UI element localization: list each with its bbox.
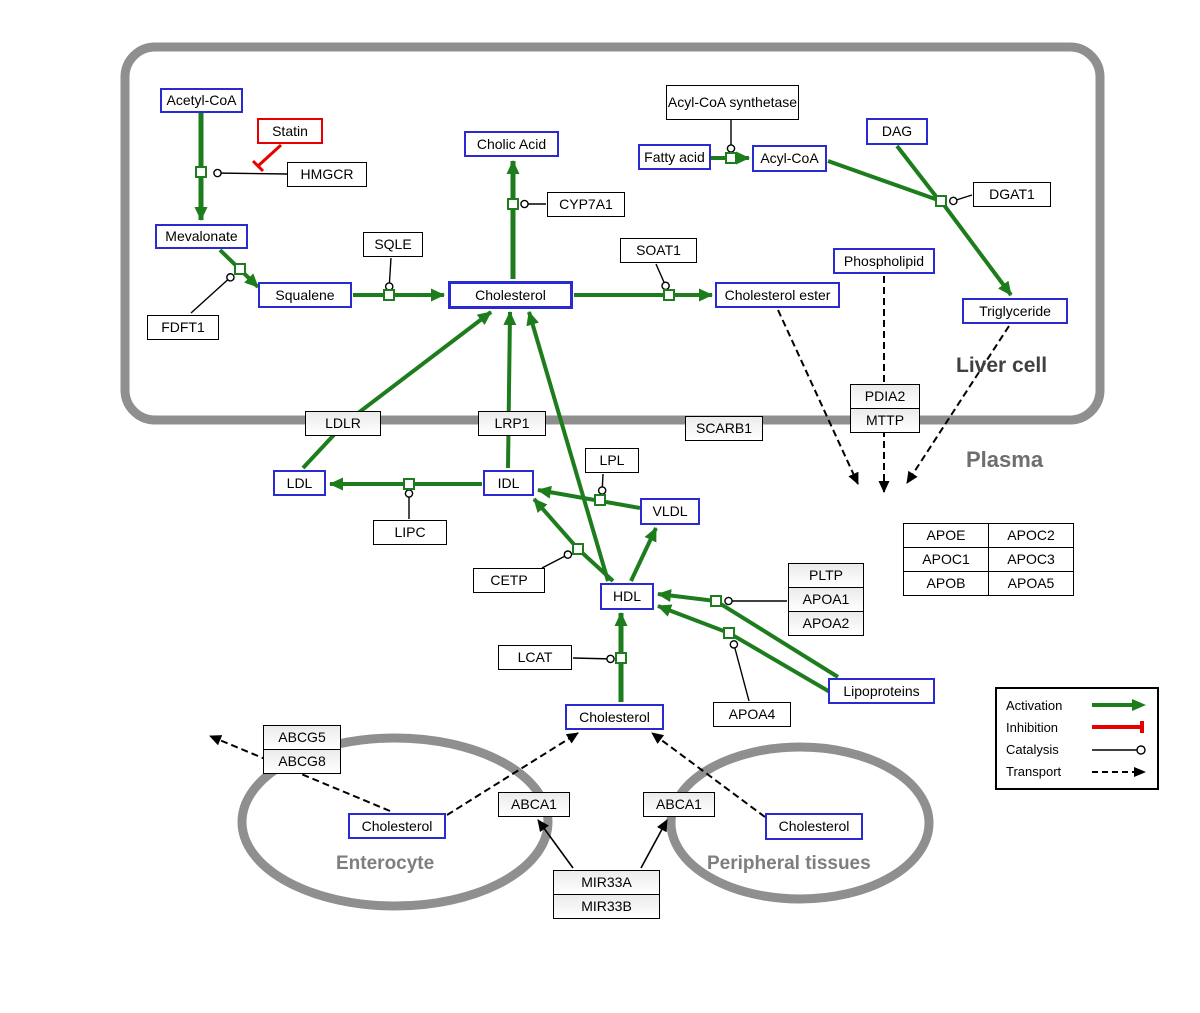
node-abcg5[interactable]: ABCG5 [263, 725, 341, 750]
node-scarb1[interactable]: SCARB1 [685, 416, 763, 441]
node-cholesterol-ester[interactable]: Cholesterol ester [715, 282, 840, 308]
node-mir33a[interactable]: MIR33A [553, 870, 660, 895]
node-mevalonate[interactable]: Mevalonate [155, 224, 248, 249]
transport-dashed-arrow-icon [1092, 766, 1146, 777]
node-apoa1[interactable]: APOA1 [788, 587, 864, 612]
inhibition-tbar-icon [1092, 721, 1144, 734]
node-abca1-peripheral[interactable]: ABCA1 [643, 792, 715, 817]
node-apoc1[interactable]: APOC1 [903, 547, 989, 572]
legend-activation-label: Activation [1006, 697, 1063, 713]
node-dgat1[interactable]: DGAT1 [973, 182, 1051, 207]
legend-transport-row: Transport [1006, 764, 1148, 779]
node-apoc2[interactable]: APOC2 [988, 523, 1074, 548]
node-ldl[interactable]: LDL [273, 470, 326, 496]
compartment-membranes [120, 42, 1105, 911]
node-ldlr[interactable]: LDLR [305, 411, 381, 436]
node-triglyceride[interactable]: Triglyceride [962, 298, 1068, 324]
activation-arrow-icon [1092, 699, 1146, 712]
process-nodes [195, 152, 947, 664]
node-lipoproteins[interactable]: Lipoproteins [828, 678, 935, 704]
node-cholesterol-liver[interactable]: Cholesterol [448, 281, 573, 309]
liver-cell-label: Liver cell [956, 354, 1048, 377]
node-fatty-acid[interactable]: Fatty acid [638, 144, 711, 170]
node-apoa2[interactable]: APOA2 [788, 611, 864, 636]
node-apoe[interactable]: APOE [903, 523, 989, 548]
node-pdia2[interactable]: PDIA2 [850, 384, 920, 409]
node-abcg8[interactable]: ABCG8 [263, 749, 341, 774]
node-statin[interactable]: Statin [257, 118, 323, 144]
enterocyte-label: Enterocyte [336, 853, 435, 874]
node-cholesterol-enterocyte[interactable]: Cholesterol [348, 813, 446, 839]
legend: Activation Inhibition Catalysis Transpor… [995, 687, 1159, 790]
transport-edges [209, 276, 1010, 818]
node-lipc[interactable]: LIPC [373, 520, 447, 545]
legend-catalysis-row: Catalysis [1006, 742, 1148, 757]
plasma-label: Plasma [966, 447, 1044, 472]
inhibition-edge [251, 143, 283, 173]
node-acyl-coa-synthetase[interactable]: Acyl-CoA synthetase [666, 85, 799, 120]
node-apoc3[interactable]: APOC3 [988, 547, 1074, 572]
node-lrp1[interactable]: LRP1 [478, 411, 546, 436]
node-cetp[interactable]: CETP [473, 568, 545, 593]
peripheral-tissues-membrane [666, 742, 934, 904]
node-mir33b[interactable]: MIR33B [553, 894, 660, 919]
legend-inhibition-row: Inhibition [1006, 720, 1148, 735]
peripheral-tissues-label: Peripheral tissues [707, 853, 871, 874]
node-mttp[interactable]: MTTP [850, 408, 920, 433]
node-hmgcr[interactable]: HMGCR [287, 162, 367, 187]
node-abca1-enterocyte[interactable]: ABCA1 [498, 792, 570, 817]
node-cholesterol-peripheral[interactable]: Cholesterol [765, 813, 863, 840]
node-lpl[interactable]: LPL [585, 448, 639, 473]
node-squalene[interactable]: Squalene [258, 282, 352, 308]
node-apob[interactable]: APOB [903, 571, 989, 596]
node-cholesterol-plasma[interactable]: Cholesterol [565, 704, 664, 730]
node-soat1[interactable]: SOAT1 [620, 238, 697, 263]
legend-activation-row: Activation [1006, 698, 1148, 713]
node-idl[interactable]: IDL [483, 470, 534, 496]
node-apoa5[interactable]: APOA5 [988, 571, 1074, 596]
node-cyp7a1[interactable]: CYP7A1 [547, 192, 625, 217]
node-vldl[interactable]: VLDL [640, 498, 700, 525]
node-pltp[interactable]: PLTP [788, 563, 864, 588]
node-apoa4[interactable]: APOA4 [713, 702, 791, 727]
node-phospholipid[interactable]: Phospholipid [833, 248, 935, 274]
node-acetyl-coa[interactable]: Acetyl-CoA [160, 88, 243, 113]
node-fdft1[interactable]: FDFT1 [147, 315, 219, 340]
regulation-edges [537, 819, 668, 869]
node-sqle[interactable]: SQLE [363, 232, 423, 257]
legend-transport-label: Transport [1006, 764, 1062, 780]
catalysis-edges [190, 119, 973, 702]
legend-catalysis-label: Catalysis [1006, 742, 1059, 758]
node-acyl-coa[interactable]: Acyl-CoA [752, 145, 827, 172]
catalysis-circle-icon [1092, 744, 1146, 755]
activation-edges [194, 113, 1013, 702]
node-hdl[interactable]: HDL [600, 583, 654, 610]
node-dag[interactable]: DAG [866, 118, 928, 145]
liver-cell-membrane [120, 42, 1105, 425]
node-lcat[interactable]: LCAT [498, 645, 572, 670]
legend-inhibition-label: Inhibition [1006, 719, 1059, 735]
node-cholic-acid[interactable]: Cholic Acid [464, 131, 559, 157]
